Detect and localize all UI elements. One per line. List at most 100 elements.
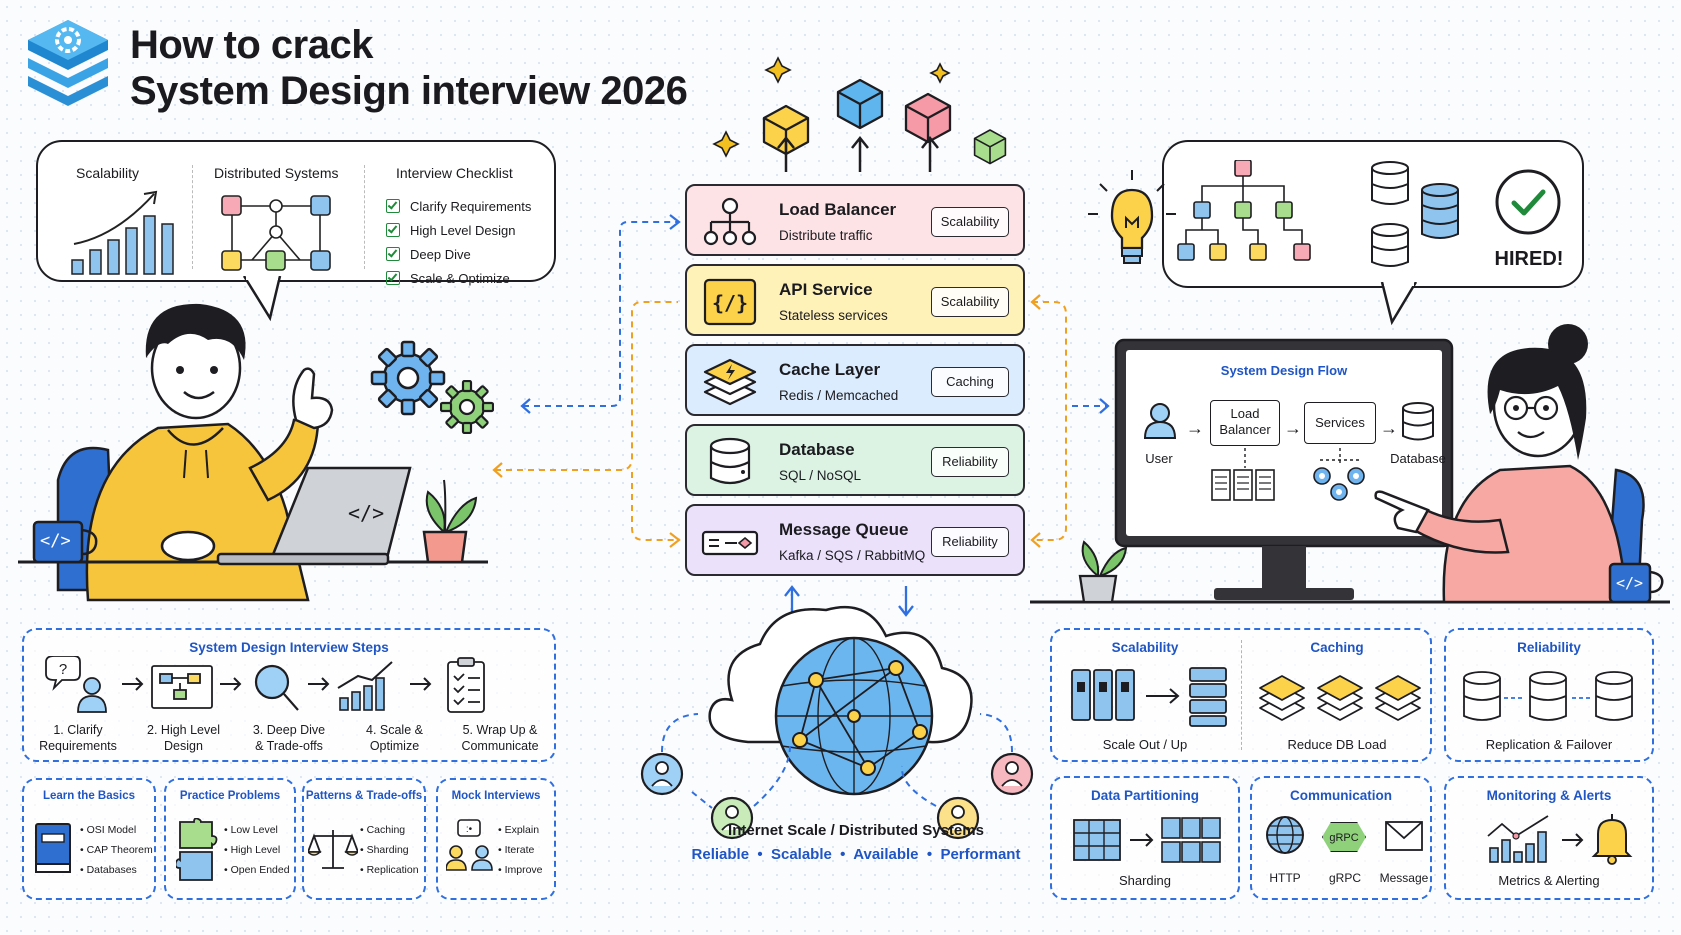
databases-icon: [1371, 161, 1459, 267]
service-tag: Reliability: [931, 447, 1009, 477]
load-balancer-icon: [703, 197, 757, 246]
metrics-alert-icon: [1487, 814, 1633, 865]
list-item: • Databases: [80, 864, 137, 876]
puzzle-icon: [176, 818, 218, 881]
scale-out-icon: [1071, 667, 1227, 727]
reliability-panel-title: Reliability: [1517, 640, 1581, 655]
service-tag: Scalability: [931, 207, 1009, 237]
service-message-queue[interactable]: Message Queue Kafka / SQS / RabbitMQ Rel…: [685, 504, 1025, 576]
monitoring-caption: Metrics & Alerting: [1498, 873, 1600, 888]
list-item: • OSI Model: [80, 824, 137, 836]
learn-panel-title: Patterns & Trade-offs: [305, 790, 423, 802]
checklist-item[interactable]: Scale & Optimize: [386, 266, 531, 290]
learn-items: • Low Level • High Level • Open Ended: [224, 820, 290, 880]
gear-icon: [370, 340, 446, 416]
cache-layers-icon: [703, 358, 757, 406]
mock-interview-icon: :•: [446, 819, 493, 871]
replication-icon: [1463, 671, 1633, 721]
lightbulb-icon: [1088, 170, 1176, 264]
svg-text:{/}: {/}: [712, 291, 748, 315]
server-docs-icon: [1211, 448, 1365, 501]
service-database[interactable]: Database SQL / NoSQL Reliability: [685, 424, 1025, 496]
mug-code-label: </>: [1616, 574, 1644, 592]
service-sub: Redis / Memcached: [779, 388, 899, 403]
scalability-caption: Scale Out / Up: [1102, 737, 1188, 752]
comm-message-label: Message: [1379, 871, 1429, 885]
patterns-tradeoffs-panel[interactable]: [302, 778, 426, 900]
checklist-item[interactable]: Deep Dive: [386, 242, 531, 266]
distributed-systems-icon: [221, 195, 331, 271]
checklist-item[interactable]: Clarify Requirements: [386, 194, 531, 218]
up-arrows: [777, 135, 939, 172]
caching-panel-title: Caching: [1310, 640, 1364, 655]
learn-panel-title: Learn the Basics: [42, 790, 136, 802]
list-item: • Low Level: [224, 824, 278, 836]
service-load-balancer[interactable]: Load Balancer Distribute traffic Scalabi…: [685, 184, 1025, 256]
service-tag: Reliability: [931, 527, 1009, 557]
service-api[interactable]: {/} API Service Stateless services Scala…: [685, 264, 1025, 336]
hired-label: HIRED!: [1494, 248, 1564, 270]
list-item: • Open Ended: [224, 864, 290, 876]
flow-load-balancer-box: Load Balancer: [1210, 400, 1280, 446]
flow-arrow: →: [1284, 418, 1302, 438]
developer-illustration: [18, 303, 488, 602]
reliability-caption: Replication & Failover: [1485, 737, 1613, 752]
list-item: • Sharding: [360, 844, 409, 856]
steps-icons: ?: [45, 656, 485, 713]
bubble-divider: [192, 165, 193, 269]
partitioning-panel-title: Data Partitioning: [1090, 788, 1199, 803]
service-sub: Kafka / SQS / RabbitMQ: [779, 548, 926, 563]
service-name: Message Queue: [779, 520, 909, 539]
code-brackets-icon: {/}: [703, 278, 757, 326]
left-speech-bubble: [36, 140, 556, 282]
flow-arrow: →: [1186, 418, 1204, 438]
envelope-icon: [1385, 821, 1423, 851]
database-icon: [709, 437, 751, 485]
service-sub: Distribute traffic: [779, 228, 873, 243]
comm-http-label: HTTP: [1269, 871, 1301, 885]
learn-items: • Explain • Iterate • Improve: [498, 820, 543, 880]
learn-panel-title: Practice Problems: [179, 790, 281, 802]
service-tag: Scalability: [931, 287, 1009, 317]
caching-caption: Reduce DB Load: [1287, 737, 1387, 752]
service-sub: Stateless services: [779, 308, 888, 323]
list-item: • High Level: [224, 844, 281, 856]
service-name: Cache Layer: [779, 360, 881, 379]
scalability-panel-title: Scalability: [1111, 640, 1179, 655]
mock-interviews-panel[interactable]: [436, 778, 556, 900]
service-name: Database: [779, 440, 855, 459]
bubble-col-scalability-title: Scalability: [76, 165, 140, 181]
service-name: Load Balancer: [779, 200, 897, 219]
step-item[interactable]: 5. Wrap Up &Communicate: [461, 723, 539, 753]
partitioning-caption: Sharding: [1118, 873, 1172, 888]
flow-services-box: Services: [1304, 402, 1376, 444]
list-item: • Explain: [498, 824, 540, 836]
gear-icon: [440, 380, 494, 434]
checkbox-checked-icon: [386, 223, 400, 237]
check-circle-icon: [1495, 169, 1561, 235]
checkbox-checked-icon: [386, 199, 400, 213]
grpc-badge: gRPC: [1322, 822, 1366, 852]
checklist-item[interactable]: High Level Design: [386, 218, 531, 242]
list-item: • Replication: [360, 864, 419, 876]
monitor-title: System Design Flow: [1220, 363, 1348, 378]
interview-checklist: Clarify Requirements High Level Design D…: [386, 194, 531, 290]
flow-user-label: User: [1145, 451, 1173, 466]
step-item[interactable]: 3. Deep Dive& Trade-offs: [252, 723, 326, 753]
list-item: • Caching: [360, 824, 406, 836]
org-tree-icon: [1177, 160, 1311, 261]
monitoring-panel-title: Monitoring & Alerts: [1486, 788, 1612, 803]
sharding-icon: [1073, 817, 1221, 863]
list-item: • Iterate: [498, 844, 535, 856]
scalability-chart-icon: [71, 190, 174, 275]
globe-icon: [1266, 816, 1304, 854]
service-cache[interactable]: Cache Layer Redis / Memcached Caching: [685, 344, 1025, 416]
interviewer-illustration: [1030, 324, 1670, 604]
flow-database-label: Database: [1390, 451, 1446, 466]
step-item[interactable]: 4. Scale &Optimize: [366, 723, 423, 753]
mug-code-label: </>: [40, 531, 71, 551]
svg-text::•: :•: [466, 824, 473, 835]
globe-tags: Reliable • Scalable • Available • Perfor…: [691, 846, 1021, 863]
